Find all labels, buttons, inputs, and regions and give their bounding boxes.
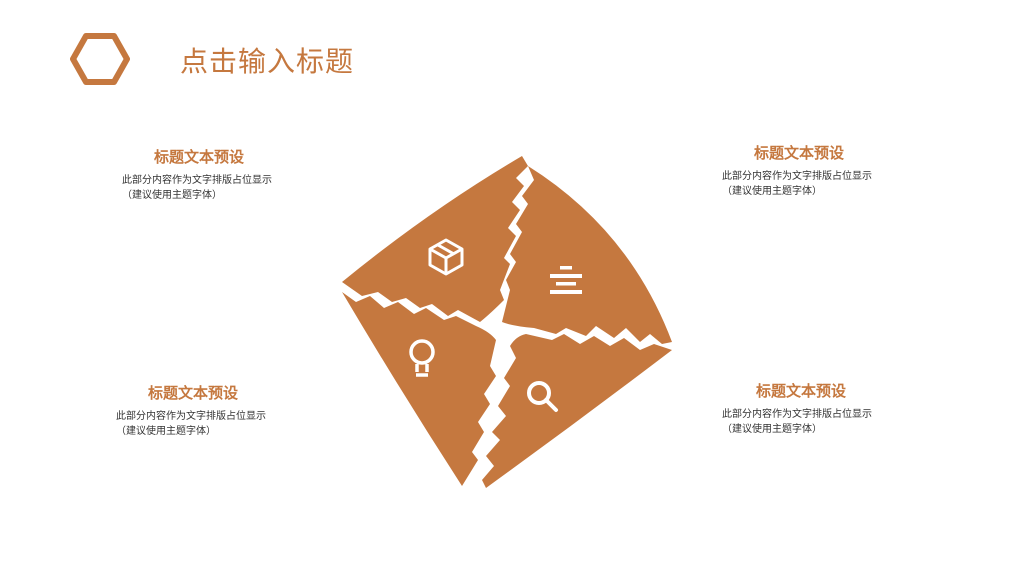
block-body-line2: （建议使用主题字体） [122, 190, 222, 201]
text-block-bottom-left: 标题文本预设 此部分内容作为文字排版占位显示 （建议使用主题字体） [116, 382, 346, 439]
hexagon-logo-icon [70, 33, 130, 85]
block-title: 标题文本预设 [148, 384, 239, 402]
lightbulb-icon [409, 339, 435, 377]
cube-icon [428, 238, 464, 276]
text-block-bottom-right: 标题文本预设 此部分内容作为文字排版占位显示 （建议使用主题字体） [722, 380, 952, 437]
diagram-piece-top [342, 156, 528, 322]
block-body-line1: 此部分内容作为文字排版占位显示 [722, 409, 872, 420]
block-body-line1: 此部分内容作为文字排版占位显示 [122, 175, 272, 186]
block-title: 标题文本预设 [756, 382, 847, 400]
text-block-top-left: 标题文本预设 此部分内容作为文字排版占位显示 （建议使用主题字体） [122, 146, 352, 203]
block-title: 标题文本预设 [754, 144, 845, 162]
list-icon [550, 266, 582, 294]
diagram-piece-right [502, 166, 672, 344]
diagram-piece-bottom [482, 334, 672, 488]
block-title: 标题文本预设 [154, 148, 245, 166]
block-body-line2: （建议使用主题字体） [722, 424, 822, 435]
block-body-line2: （建议使用主题字体） [116, 426, 216, 437]
diagram-piece-left [342, 292, 496, 486]
block-body-line1: 此部分内容作为文字排版占位显示 [116, 411, 266, 422]
four-part-diagram [342, 156, 672, 488]
search-icon [527, 381, 558, 412]
block-body-line2: （建议使用主题字体） [722, 186, 822, 197]
page-title: 点击输入标题 [180, 45, 355, 78]
text-block-top-right: 标题文本预设 此部分内容作为文字排版占位显示 （建议使用主题字体） [722, 142, 952, 199]
block-body-line1: 此部分内容作为文字排版占位显示 [722, 171, 872, 182]
